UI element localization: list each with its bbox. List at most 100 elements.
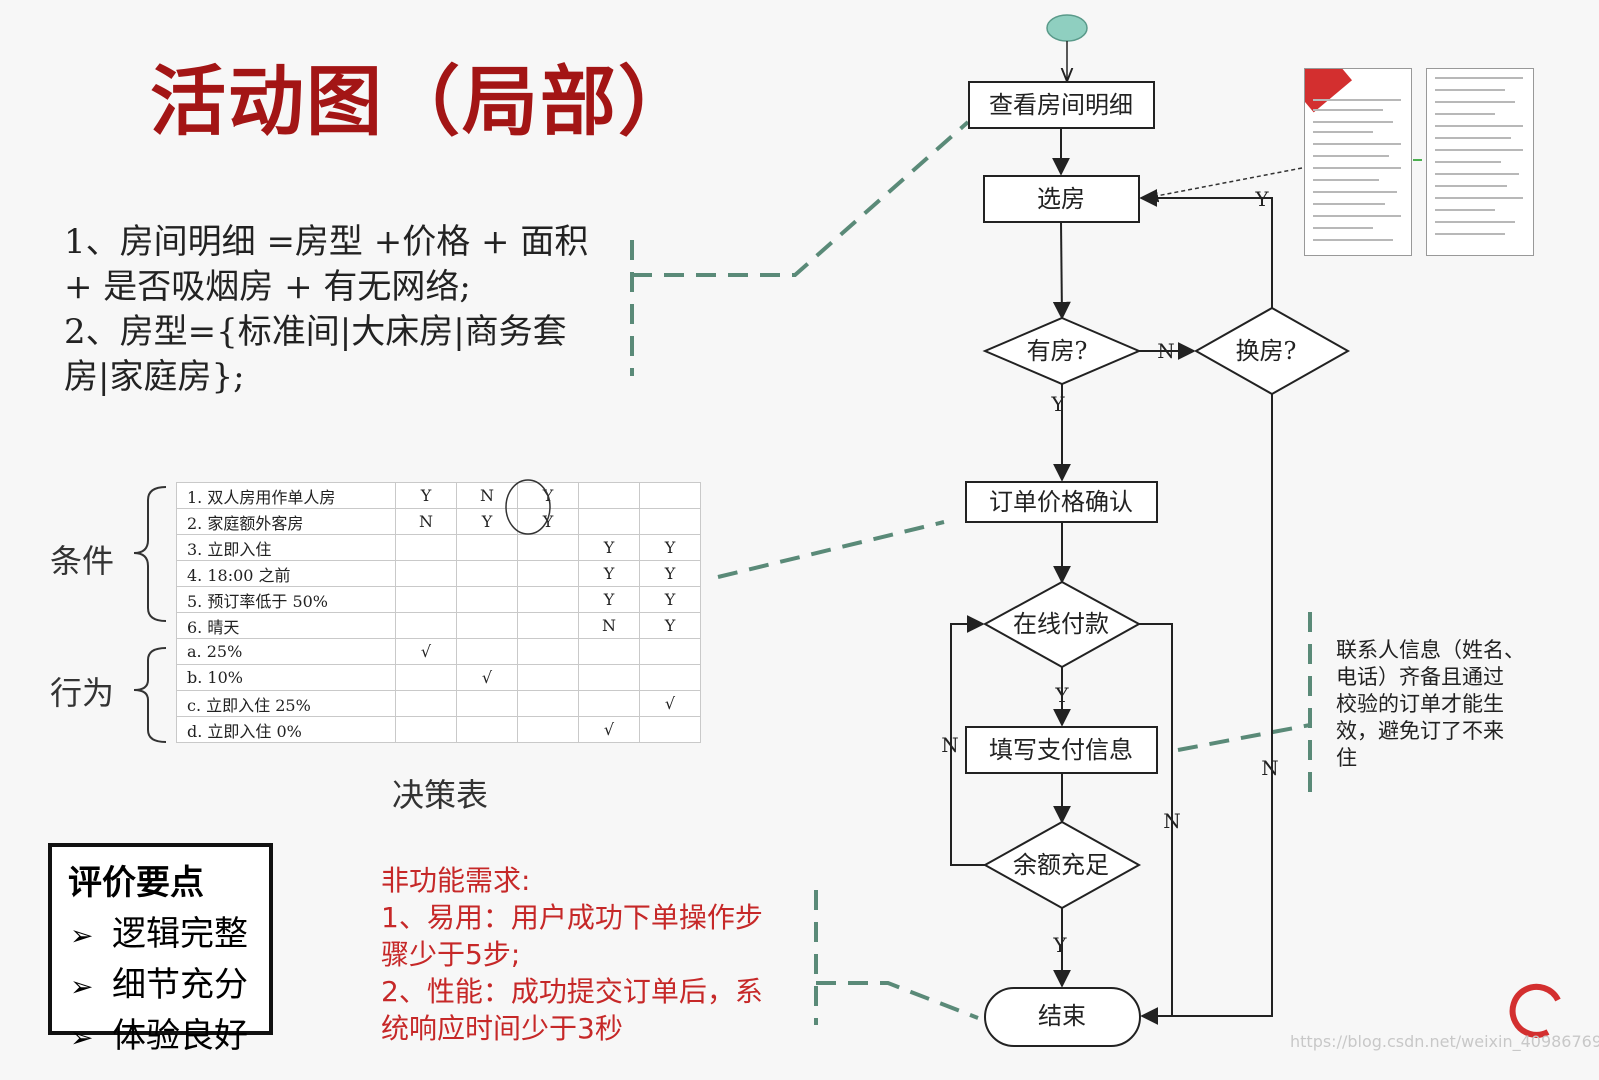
description-line: 1、房间明细 =房型 +价格 + 面积 xyxy=(64,222,589,262)
contact-info-note: 联系人信息（姓名、 电话）齐备且通过 校验的订单才能生 效，避免订了不来 住 xyxy=(1336,637,1536,772)
table-cell xyxy=(639,716,701,743)
no-label: N xyxy=(941,733,959,757)
end-label: 结束 xyxy=(1038,1002,1086,1030)
balance-label: 余额充足 xyxy=(1013,851,1109,879)
view-details-label: 查看房间明细 xyxy=(989,91,1133,119)
start-node xyxy=(1046,14,1088,42)
no-label: N xyxy=(1163,809,1181,833)
evaluation-item: ➢体验良好 xyxy=(70,1016,248,1056)
note-line: 效，避免订了不来 xyxy=(1336,719,1504,743)
nfr-line: 2、性能：成功提交订单后，系 xyxy=(381,975,763,1008)
table-cell: Y xyxy=(639,560,701,587)
nonfunctional-requirements: 非功能需求: 1、易用：用户成功下单操作步 骤少于5步; 2、性能：成功提交订单… xyxy=(381,862,811,1047)
has-room-label: 有房? xyxy=(1027,337,1088,365)
note-line: 联系人信息（姓名、 xyxy=(1336,638,1525,662)
table-row-label: b. 10% xyxy=(176,664,396,691)
evaluation-heading: 评价要点 xyxy=(68,863,204,903)
note-line: 校验的订单才能生 xyxy=(1336,692,1504,716)
decision-table-connector xyxy=(717,520,945,579)
table-row-label: c. 立即入住 25% xyxy=(176,690,396,717)
table-cell xyxy=(395,664,457,691)
table-cell: Y xyxy=(456,508,518,535)
no-label: N xyxy=(1261,756,1279,780)
yes-label: Y xyxy=(1050,392,1065,416)
table-cell: Y xyxy=(578,560,640,587)
nfr-line: 统响应时间少于3秒 xyxy=(381,1012,623,1045)
table-cell xyxy=(639,508,701,535)
thumbnail-connector xyxy=(1144,167,1303,203)
table-row-label: 5. 预订率低于 50% xyxy=(176,586,396,613)
yes-label: Y xyxy=(1254,187,1269,211)
page-screenshot-thumbnail xyxy=(1426,68,1534,256)
table-row: d. 立即入住 0% √ xyxy=(176,716,701,743)
table-cell xyxy=(395,716,457,743)
table-row-label: 2. 家庭额外客房 xyxy=(176,508,396,535)
conditions-label: 条件 xyxy=(50,542,115,580)
table-row-label: 1. 双人房用作单人房 xyxy=(176,482,396,509)
slide-title: 活动图（局部） xyxy=(150,57,696,146)
dashed-connectors xyxy=(630,120,1312,1025)
fill-payment-action xyxy=(965,726,1158,774)
table-row-label: d. 立即入住 0% xyxy=(176,716,396,743)
page-screenshot-thumbnail xyxy=(1304,68,1412,256)
table-cell xyxy=(578,508,640,535)
fill-payment-label: 填写支付信息 xyxy=(989,736,1133,764)
table-cell: N xyxy=(578,612,640,639)
table-cell: Y xyxy=(639,612,701,639)
table-cell xyxy=(578,690,640,717)
logo-icon xyxy=(1509,983,1561,1038)
note-line: 住 xyxy=(1336,746,1357,770)
table-cell xyxy=(456,716,518,743)
decision-table-caption: 决策表 xyxy=(392,776,489,814)
confirm-price-action xyxy=(965,481,1158,523)
table-cell: √ xyxy=(456,664,518,691)
arrow-bullet-icon: ➢ xyxy=(70,919,94,952)
nfr-connector xyxy=(816,981,979,1020)
yes-label: Y xyxy=(1052,933,1067,957)
table-cell: √ xyxy=(578,716,640,743)
table-cell: Y xyxy=(578,586,640,613)
conditions-brace xyxy=(133,486,167,622)
description-connector xyxy=(632,120,970,277)
table-cell: Y xyxy=(578,534,640,561)
circled-column-mark xyxy=(505,479,551,535)
nfr-line: 非功能需求: xyxy=(381,864,531,897)
nfr-line: 骤少于5步; xyxy=(381,938,521,971)
arrow-bullet-icon: ➢ xyxy=(70,1021,94,1054)
table-cell xyxy=(456,586,518,613)
actions-label: 行为 xyxy=(50,674,115,712)
actions-brace xyxy=(133,647,167,743)
watermark: https://blog.csdn.net/weixin_40986769 xyxy=(1290,1032,1599,1051)
table-cell xyxy=(578,638,640,665)
description-line: 房|家庭房}; xyxy=(64,357,245,397)
arrow-bullet-icon: ➢ xyxy=(70,970,94,1003)
table-cell xyxy=(517,586,579,613)
description-line: 2、房型={标准间|大床房|商务套 xyxy=(64,312,567,352)
table-cell xyxy=(395,690,457,717)
select-room-action xyxy=(983,175,1140,223)
yes-label: Y xyxy=(1054,683,1069,707)
confirm-price-label: 订单价格确认 xyxy=(989,488,1133,516)
pay-online-label: 在线付款 xyxy=(1013,610,1109,638)
evaluation-box: 评价要点 ➢逻辑完整 ➢细节充分 ➢体验良好 xyxy=(48,843,273,1056)
table-cell: √ xyxy=(639,690,701,717)
evaluation-item: ➢逻辑完整 xyxy=(70,914,248,954)
table-row: c. 立即入住 25% √ xyxy=(176,690,701,717)
view-details-action xyxy=(968,81,1155,129)
note-line: 电话）齐备且通过 xyxy=(1336,665,1504,689)
no-label: N xyxy=(1157,339,1175,363)
note-connector xyxy=(1177,723,1311,752)
evaluation-item: ➢细节充分 xyxy=(70,965,248,1005)
table-row-label: 3. 立即入住 xyxy=(176,534,396,561)
table-cell: Y xyxy=(517,508,579,535)
change-room-label: 换房? xyxy=(1236,337,1297,365)
table-row-label: 4. 18:00 之前 xyxy=(176,560,396,587)
end-node xyxy=(984,987,1141,1047)
